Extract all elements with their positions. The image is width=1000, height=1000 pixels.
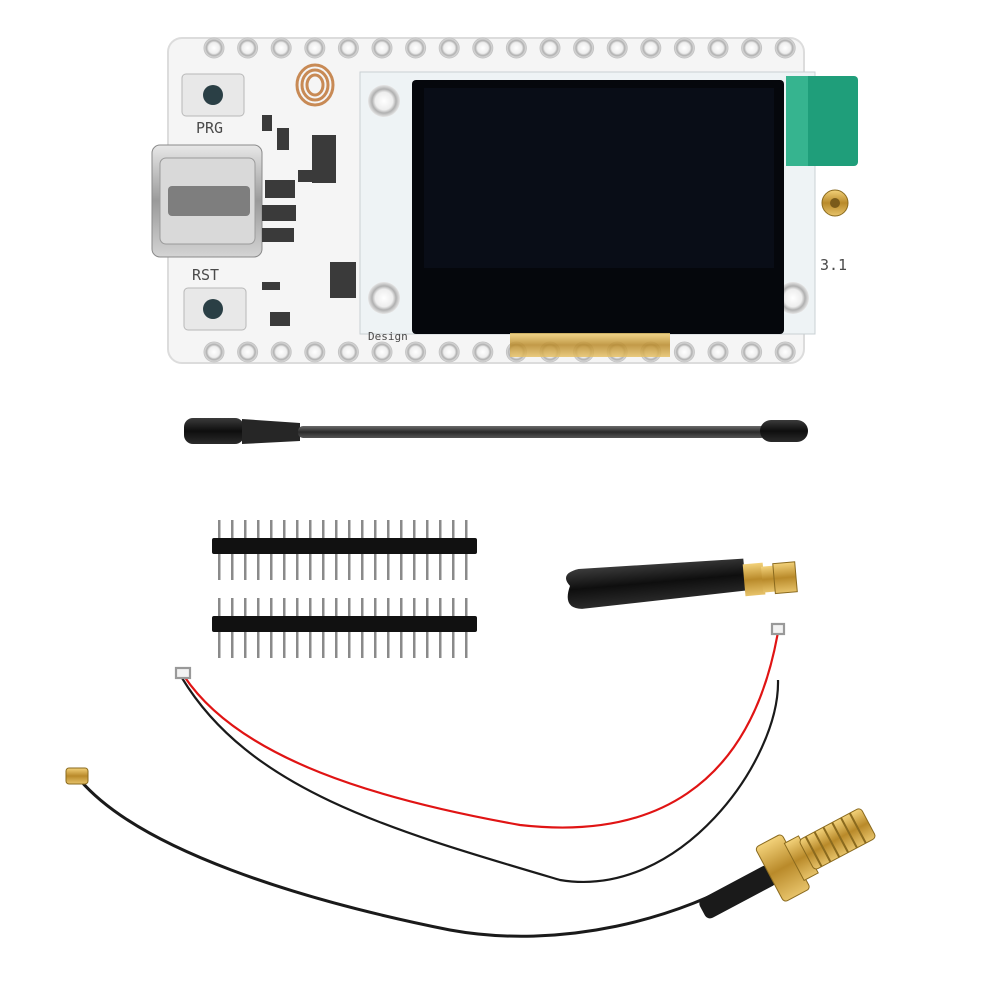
header-plastic-strip bbox=[212, 616, 477, 632]
pin-hole bbox=[304, 37, 326, 59]
pin-hole bbox=[337, 341, 359, 363]
pin-hole bbox=[472, 341, 494, 363]
header-plastic-strip bbox=[212, 538, 477, 554]
pin-hole bbox=[741, 37, 763, 59]
design-label: Design bbox=[368, 330, 408, 343]
battery-cable bbox=[174, 622, 786, 883]
mount-boss-bl bbox=[368, 282, 400, 314]
mount-boss-tl bbox=[368, 85, 400, 117]
pin-hole bbox=[741, 341, 763, 363]
pin-hole bbox=[505, 37, 527, 59]
pin-hole bbox=[270, 37, 292, 59]
rst-label: RST bbox=[192, 266, 219, 284]
pin-hole bbox=[707, 341, 729, 363]
pin-hole bbox=[270, 341, 292, 363]
mount-boss-br bbox=[777, 282, 809, 314]
sma-bulkhead bbox=[699, 808, 876, 919]
prg-label: PRG bbox=[196, 119, 223, 137]
pin-hole bbox=[673, 341, 695, 363]
sma-connector bbox=[742, 561, 798, 597]
pin-hole bbox=[606, 37, 628, 59]
coil-antenna bbox=[295, 63, 335, 107]
pin-header-strip-2 bbox=[212, 598, 477, 658]
pin-hole bbox=[304, 341, 326, 363]
pin-hole bbox=[573, 37, 595, 59]
pin-header-strip-1 bbox=[212, 520, 477, 580]
pin-hole bbox=[371, 37, 393, 59]
coax-cable bbox=[78, 779, 761, 938]
whip-antenna bbox=[184, 418, 808, 444]
rubber-duck-antenna bbox=[565, 558, 798, 609]
pin-hole bbox=[371, 341, 393, 363]
usb-c-connector bbox=[151, 144, 263, 258]
jst-connector-a bbox=[174, 666, 192, 680]
pin-hole bbox=[673, 37, 695, 59]
pin-hole bbox=[539, 37, 561, 59]
pin-hole bbox=[774, 341, 796, 363]
pin-hole bbox=[472, 37, 494, 59]
pin-hole bbox=[438, 341, 460, 363]
ipex-connector bbox=[821, 189, 849, 217]
prg-button[interactable] bbox=[181, 73, 245, 117]
pin-hole bbox=[337, 37, 359, 59]
pin-hole bbox=[438, 37, 460, 59]
pin-hole bbox=[707, 37, 729, 59]
pin-hole bbox=[203, 341, 225, 363]
pin-holes-top bbox=[203, 37, 796, 59]
pin-hole bbox=[405, 341, 427, 363]
dev-board: PRG RST bbox=[151, 37, 858, 364]
smd-components bbox=[262, 115, 356, 326]
pin-hole bbox=[237, 37, 259, 59]
pin-hole bbox=[237, 341, 259, 363]
pin-hole bbox=[774, 37, 796, 59]
oled-flex-cable bbox=[510, 333, 670, 357]
pin-hole bbox=[203, 37, 225, 59]
pin-hole bbox=[405, 37, 427, 59]
wire-red bbox=[183, 631, 780, 829]
ipex-plug bbox=[65, 767, 89, 785]
wire-black bbox=[181, 677, 780, 883]
rst-button[interactable] bbox=[183, 287, 247, 331]
version-label: 3.1 bbox=[820, 256, 847, 274]
pin-hole bbox=[640, 37, 662, 59]
jst-connector-b bbox=[770, 622, 786, 636]
ipex-to-sma-pigtail bbox=[65, 767, 876, 938]
